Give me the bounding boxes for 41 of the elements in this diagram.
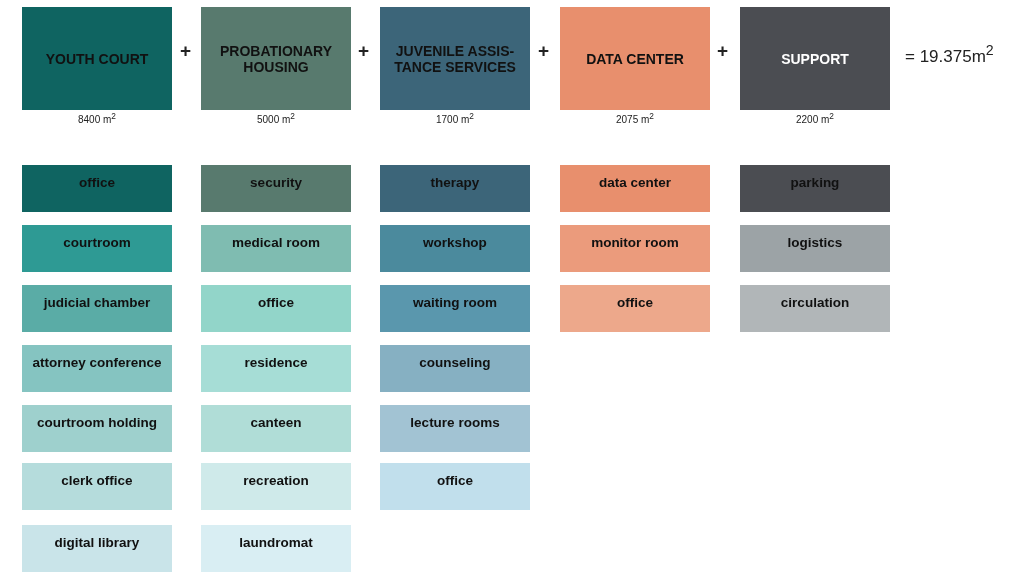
plus-sign: + [180, 40, 192, 62]
room-block: logistics [740, 225, 890, 272]
department-block: PROBATIONARY HOUSING [201, 7, 351, 110]
room-block: medical room [201, 225, 351, 272]
room-block: counseling [380, 345, 530, 392]
area-label: 8400 m$^{2}$ [77, 111, 117, 126]
room-block: monitor room [560, 225, 710, 272]
room-block: waiting room [380, 285, 530, 332]
room-block: circulation [740, 285, 890, 332]
room-block: lecture rooms [380, 405, 530, 452]
room-block: courtroom holding [22, 405, 172, 452]
room-block: residence [201, 345, 351, 392]
room-block: judicial chamber [22, 285, 172, 332]
room-block: clerk office [22, 463, 172, 510]
room-block: workshop [380, 225, 530, 272]
department-block: DATA CENTER [560, 7, 710, 110]
plus-sign: + [538, 40, 550, 62]
area-label: 2200 m$^{2}$ [795, 111, 835, 126]
area-label: 2075 m$^{2}$ [615, 111, 655, 126]
room-block: canteen [201, 405, 351, 452]
room-block: office [22, 165, 172, 212]
room-block: parking [740, 165, 890, 212]
room-block: courtroom [22, 225, 172, 272]
room-block: laundromat [201, 525, 351, 572]
department-block: JUVENILE ASSIS-TANCE SERVICES [380, 7, 530, 110]
total-area: = 19.375m$^{2}$ [905, 42, 994, 67]
room-block: attorney conference [22, 345, 172, 392]
plus-sign: + [717, 40, 729, 62]
room-block: data center [560, 165, 710, 212]
room-block: digital library [22, 525, 172, 572]
room-block: office [380, 463, 530, 510]
room-block: office [201, 285, 351, 332]
area-label: 1700 m$^{2}$ [435, 111, 475, 126]
room-block: office [560, 285, 710, 332]
plus-sign: + [358, 40, 370, 62]
room-block: therapy [380, 165, 530, 212]
department-block: SUPPORT [740, 7, 890, 110]
room-block: security [201, 165, 351, 212]
room-block: recreation [201, 463, 351, 510]
area-label: 5000 m$^{2}$ [256, 111, 296, 126]
department-block: YOUTH COURT [22, 7, 172, 110]
